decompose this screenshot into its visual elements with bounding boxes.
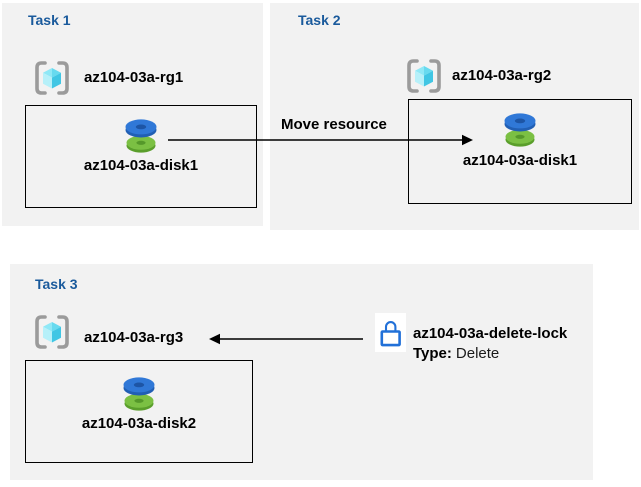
task1-resource-box: [25, 105, 257, 208]
lock-type-value: Delete: [455, 345, 500, 362]
delete-lock-name: az104-03a-delete-lock: [413, 325, 568, 342]
task2-disk-label: az104-03a-disk1: [462, 152, 578, 169]
resource-group-icon: [407, 59, 441, 93]
managed-disk-icon: [123, 377, 155, 411]
managed-disk-icon: [504, 113, 536, 147]
task1-title: Task 1: [28, 12, 71, 28]
lock-type-label: Type:: [413, 345, 452, 362]
task2-panel: [270, 3, 639, 230]
task3-panel: [10, 264, 593, 480]
task2-title: Task 2: [298, 12, 341, 28]
delete-lock-type: Type:Delete: [413, 345, 499, 362]
managed-disk-icon: [125, 119, 157, 153]
rg3-label: az104-03a-rg3: [84, 329, 184, 346]
resource-group-icon: [35, 315, 69, 349]
resource-group-icon: [35, 61, 69, 95]
task3-disk-label: az104-03a-disk2: [81, 415, 197, 432]
delete-lock-icon: [380, 321, 401, 347]
task1-disk-label: az104-03a-disk1: [83, 157, 199, 174]
move-resource-label: Move resource: [281, 116, 387, 133]
task2-resource-box: [408, 99, 632, 204]
task3-resource-box: [25, 360, 253, 463]
task1-panel: [2, 3, 263, 226]
rg2-label: az104-03a-rg2: [452, 67, 552, 84]
task3-title: Task 3: [35, 276, 78, 292]
rg1-label: az104-03a-rg1: [84, 69, 184, 86]
